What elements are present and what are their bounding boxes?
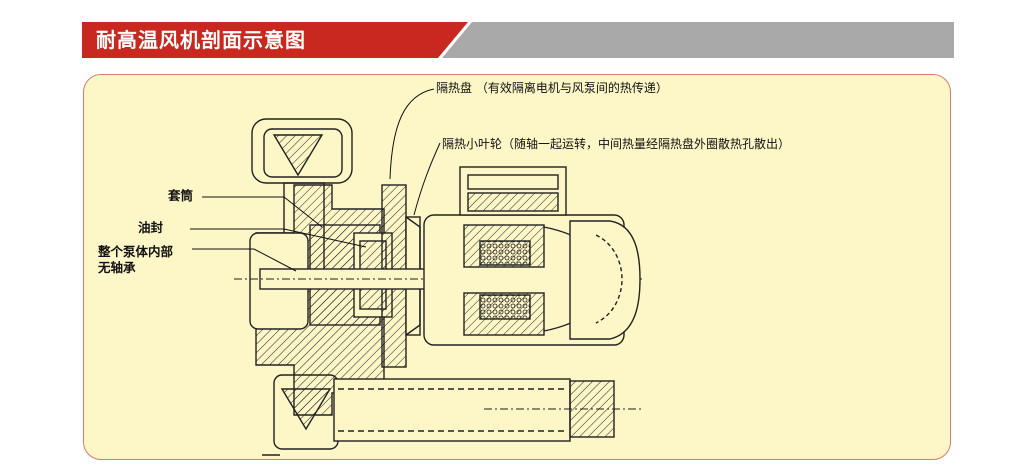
leader-no-bearing: [192, 248, 297, 272]
leader-impeller: [413, 142, 441, 216]
callout-no-bearing-line1: 整个泵体内部: [98, 244, 174, 259]
leader-sleeve: [202, 196, 323, 228]
page-title: 耐高温风机剖面示意图: [96, 28, 306, 52]
rotor-bottom: [479, 294, 531, 320]
callout-sleeve: 套筒: [168, 188, 194, 203]
callout-heat-disc: 隔热盘 （有效隔离电机与风泵间的热传递）: [436, 81, 668, 95]
diagram-panel: 隔热盘 （有效隔离电机与风泵间的热传递） 隔热小叶轮（随轴一起运转，中间热量经隔…: [83, 74, 951, 460]
section-header: 耐高温风机剖面示意图: [82, 22, 954, 58]
callout-impeller: 隔热小叶轮（随轴一起运转，中间热量经隔热盘外圈散热孔散出）: [442, 137, 791, 151]
fan-cross-section: [190, 88, 644, 456]
leader-heat-disc: [389, 88, 435, 180]
end-cap: [569, 220, 641, 340]
header-banner: [82, 22, 954, 58]
callout-oil-seal: 油封: [138, 220, 164, 235]
rotor-top: [479, 240, 531, 266]
leader-oil-seal: [190, 228, 367, 248]
callout-no-bearing-line2: 无轴承: [98, 260, 136, 275]
